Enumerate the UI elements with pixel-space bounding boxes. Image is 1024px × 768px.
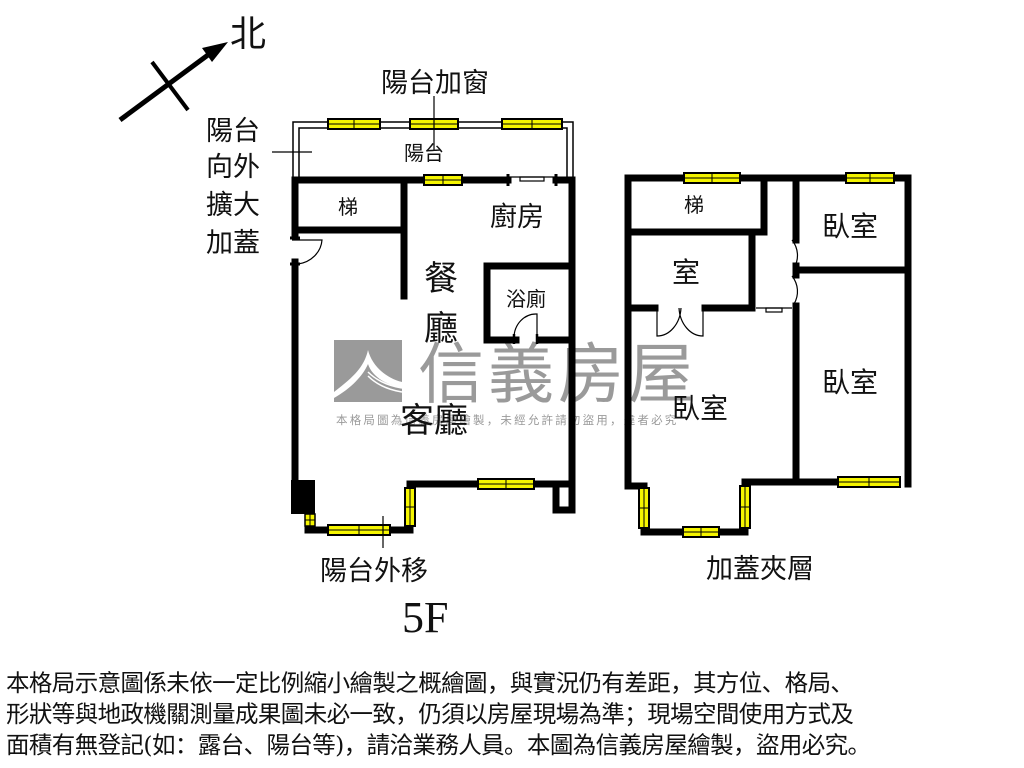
dining-label-1: 餐 [424, 259, 458, 299]
window [327, 524, 391, 536]
balcony-label: 陽台 [404, 141, 444, 165]
window [327, 118, 381, 130]
window [638, 487, 650, 529]
window [682, 526, 720, 538]
window [477, 478, 535, 490]
compass-north-label: 北 [230, 14, 266, 54]
double-door-icon [656, 306, 704, 337]
brand-logo-icon [334, 340, 403, 402]
balcony-move-label: 陽台外移 [320, 556, 428, 587]
kitchen-label: 廚房 [490, 202, 544, 233]
mezz-bedroom-c-label: 臥室 [672, 392, 728, 425]
window [423, 174, 463, 186]
disclaimer-line: 形狀等與地政機關測量成果圖未必一致，仍須以房屋現場為準；現場空間使用方式及 [6, 700, 854, 728]
window [845, 172, 895, 184]
disclaimer-line: 本格局示意圖係未依一定比例縮小繪製之概繪圖，與實況仍有差距，其方位、格局、 [6, 669, 854, 697]
sliding-door-icon [756, 307, 792, 313]
window [404, 487, 416, 527]
balcony-expand-label-3: 擴大 [206, 190, 260, 221]
balcony-expand-label-2: 向外 [206, 152, 260, 183]
living-label: 客廳 [400, 401, 468, 441]
disclaimer: 本格局示意圖係未依一定比例縮小繪製之概繪圖，與實況仍有差距，其方位、格局、 形狀… [6, 668, 1021, 761]
watermark-brand: 信義房屋 [418, 336, 698, 413]
mezzanine-title: 加蓋夾層 [706, 554, 814, 585]
window [501, 118, 563, 130]
window [837, 476, 901, 488]
floor-label: 5F [402, 593, 448, 642]
mezzanine-plan: 梯 室 臥室 臥室 臥室 加蓋夾層 [624, 172, 912, 585]
door-icon [791, 239, 799, 305]
disclaimer-line: 面積有無登記(如：露台、陽台等)，請洽業務人員。本圖為信義房屋繪製，盜用必究。 [6, 731, 871, 759]
stairs-label: 梯 [338, 195, 358, 219]
window [739, 485, 751, 529]
door-icon [290, 236, 323, 266]
window [683, 172, 741, 184]
window [304, 513, 316, 527]
mezz-bedroom-b-label: 臥室 [822, 366, 878, 399]
balcony-window-label: 陽台加窗 [381, 68, 489, 99]
bathroom-label: 浴廁 [506, 287, 546, 311]
sliding-door-icon [506, 174, 558, 186]
door-icon [512, 313, 539, 344]
floor-plan: 信義房屋 本格局圖為信義房屋繪製，未經允許請勿盜用，違者必究 北 [118, 14, 912, 642]
north-arrow-icon [118, 42, 228, 123]
watermark-notice: 本格局圖為信義房屋繪製，未經允許請勿盜用，違者必究 [336, 413, 679, 427]
watermark: 信義房屋 本格局圖為信義房屋繪製，未經允許請勿盜用，違者必究 [334, 336, 698, 427]
balcony-expand-label-1: 陽台 [206, 116, 260, 147]
mezz-bedroom-a-label: 臥室 [822, 210, 878, 243]
mezz-stairs-label: 梯 [684, 193, 704, 217]
floor-5f-plan: 陽台加窗 陽台 陽台 向外 擴大 加蓋 梯 廚房 浴廁 餐 廳 客廳 陽台外移 … [206, 68, 576, 642]
balcony-expand-label-4: 加蓋 [206, 228, 260, 259]
mezz-room-label: 室 [672, 256, 700, 289]
dining-label-2: 廳 [424, 309, 458, 349]
